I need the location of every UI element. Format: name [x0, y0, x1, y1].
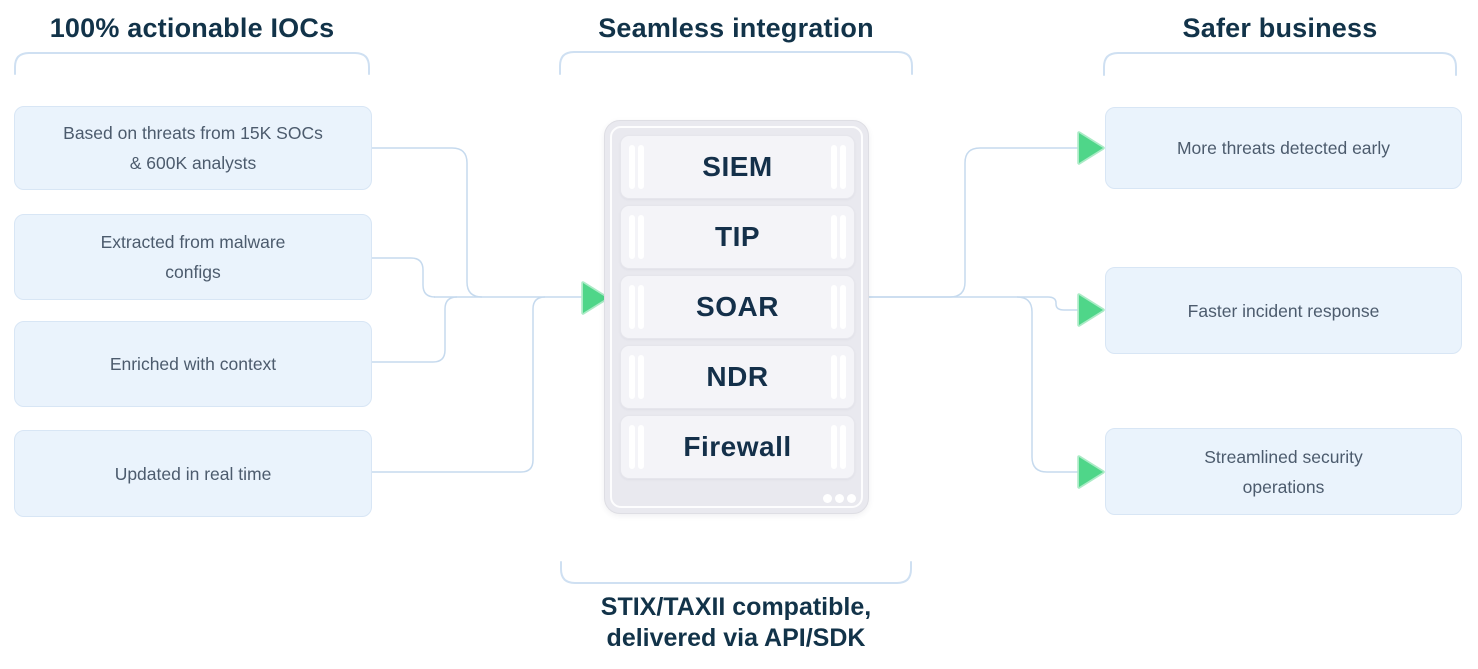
ioc-box-line: & 600K analysts — [129, 153, 257, 173]
benefit-box-line: Streamlined security — [1204, 446, 1363, 467]
flow-arrow-icon-right-3 — [1077, 455, 1105, 489]
connector-right-2 — [866, 296, 1078, 311]
connector-right-1 — [866, 147, 1078, 298]
ioc-box-line: Enriched with context — [109, 354, 277, 374]
device-caption-line: delivered via API/SDK — [606, 624, 866, 652]
ioc-box-enriched-context: Enriched with context — [14, 321, 372, 407]
grip-icon — [629, 425, 644, 469]
grip-icon — [629, 145, 644, 189]
device-row-label: Firewall — [683, 431, 792, 462]
device-row-siem: SIEM — [620, 135, 855, 199]
center-column-title: Seamless integration — [598, 13, 874, 43]
device-row-ndr: NDR — [620, 345, 855, 409]
grip-icon — [831, 285, 846, 329]
benefit-box-streamlined-ops: Streamlined security operations — [1105, 428, 1462, 515]
grip-icon — [629, 215, 644, 259]
grip-icon — [831, 145, 846, 189]
device-row-tip: TIP — [620, 205, 855, 269]
device-row-label: NDR — [706, 361, 769, 392]
device-row-firewall: Firewall — [620, 415, 855, 479]
device-row-label: SOAR — [696, 291, 779, 322]
connector-left-4 — [370, 296, 546, 473]
ioc-box-threat-sources: Based on threats from 15K SOCs & 600K an… — [14, 106, 372, 190]
connector-right-3 — [1016, 296, 1078, 473]
device-caption: STIX/TAXII compatible, delivered via API… — [536, 592, 936, 654]
ioc-box-line: configs — [165, 262, 221, 282]
benefit-box-line: Faster incident response — [1187, 300, 1380, 321]
benefit-box-early-detection: More threats detected early — [1105, 107, 1462, 189]
ioc-box-line: Updated in real time — [114, 463, 272, 484]
ioc-box-real-time: Updated in real time — [14, 430, 372, 517]
ioc-box-line: Extracted from malware — [100, 232, 286, 252]
left-bracket — [14, 52, 370, 75]
grip-icon — [629, 355, 644, 399]
flow-arrow-icon-right-2 — [1077, 293, 1105, 327]
device-row-soar: SOAR — [620, 275, 855, 339]
grip-icon — [831, 215, 846, 259]
connector-left-1 — [370, 147, 483, 298]
device-caption-line: STIX/TAXII compatible, — [600, 593, 872, 621]
center-bottom-bracket — [560, 561, 912, 584]
benefit-box-line: More threats detected early — [1176, 138, 1391, 158]
flow-arrow-icon-right-1 — [1077, 131, 1105, 165]
device-row-label: SIEM — [702, 151, 773, 182]
device-rows: SIEM TIP SOAR NDR Firewall — [620, 135, 855, 485]
grip-icon — [629, 285, 644, 329]
benefit-box-incident-response: Faster incident response — [1105, 267, 1462, 354]
connector-left-3 — [370, 296, 458, 363]
device-row-label: TIP — [714, 221, 761, 252]
grip-icon — [831, 355, 846, 399]
right-column-title: Safer business — [1182, 13, 1378, 43]
connector-left-2 — [370, 257, 436, 298]
device-dots-icon — [823, 494, 856, 503]
ioc-box-line: Based on threats from 15K SOCs — [63, 123, 323, 143]
benefit-box-line: operations — [1242, 476, 1325, 497]
left-column-title: 100% actionable IOCs — [49, 13, 335, 43]
device-inner-rim — [610, 126, 863, 508]
integration-device: SIEM TIP SOAR NDR Firewall — [604, 120, 869, 514]
grip-icon — [831, 425, 846, 469]
right-bracket — [1103, 52, 1457, 76]
ioc-box-malware-configs: Extracted from malware configs — [14, 214, 372, 300]
center-top-bracket — [559, 51, 913, 75]
